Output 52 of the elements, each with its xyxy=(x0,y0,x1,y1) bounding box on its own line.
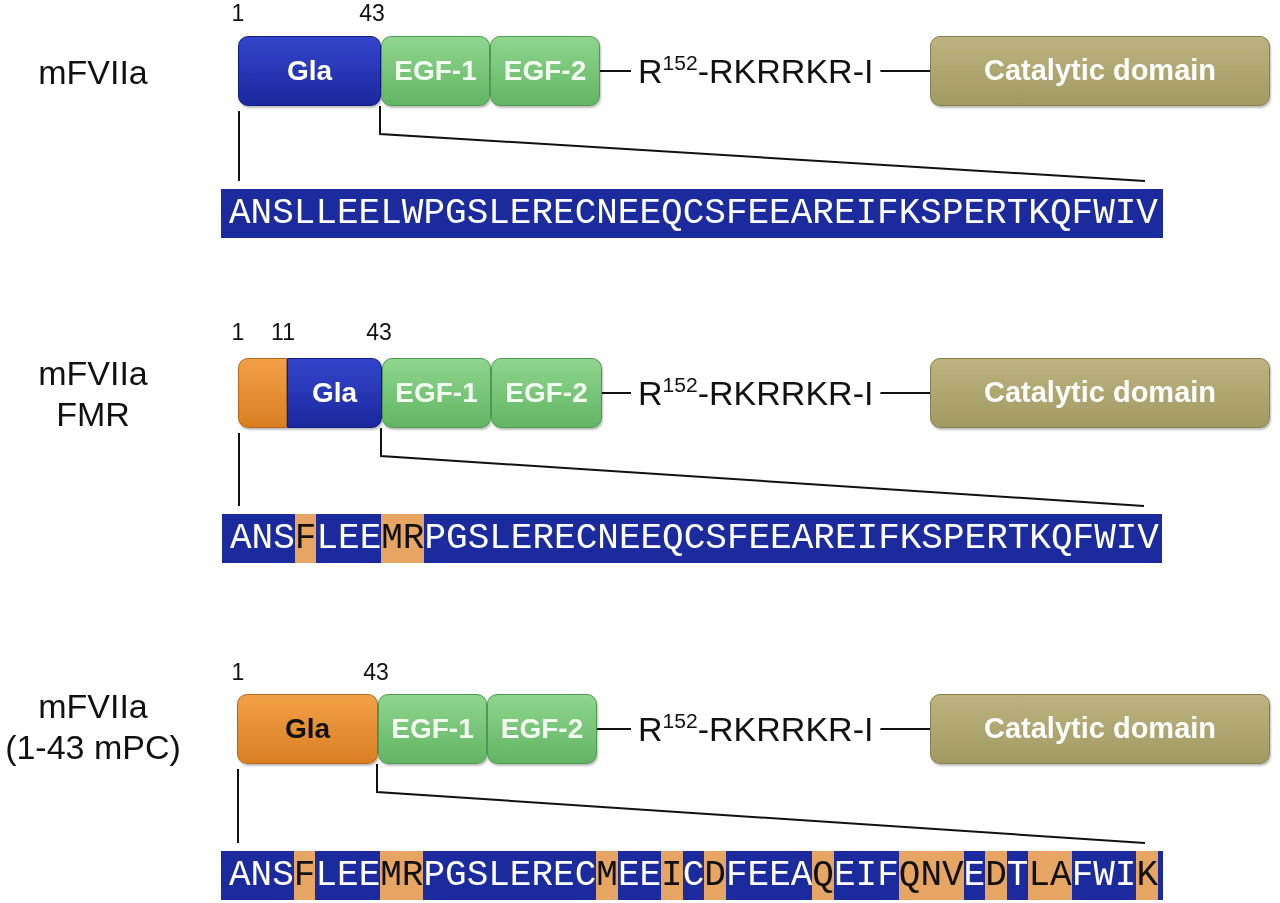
domain-label: EGF-2 xyxy=(500,713,584,745)
domain-label: EGF-1 xyxy=(391,713,474,745)
domain-box xyxy=(930,694,1270,764)
amino-acid-sequence: ANSLLEELWPGSLERECNEEQCSFEEAREIFKSPERTKQFWIV xyxy=(229,192,1158,236)
domain-box xyxy=(930,36,1270,106)
domain-box xyxy=(381,36,490,106)
domain-label: Catalytic domain xyxy=(983,713,1217,745)
connector-line xyxy=(879,70,931,72)
connector-line xyxy=(601,392,632,394)
domain-label: EGF-2 xyxy=(503,55,587,87)
domain-label: EGF-1 xyxy=(395,377,478,409)
domain-label: Catalytic domain xyxy=(983,377,1217,409)
expansion-line xyxy=(376,763,1146,844)
expansion-line xyxy=(380,427,1145,507)
expansion-line xyxy=(237,768,239,844)
residue-number: 1 xyxy=(231,659,245,687)
domain-segment xyxy=(238,358,287,428)
residue-number: 1 xyxy=(231,0,245,28)
residue-number: 43 xyxy=(363,659,389,687)
domain-box xyxy=(491,358,602,428)
domain-box xyxy=(287,358,382,428)
expansion-line xyxy=(379,105,1146,182)
construct-label: mFVIIa FMR xyxy=(37,353,149,435)
domain-label: Gla xyxy=(286,55,333,87)
expansion-line xyxy=(238,110,240,182)
domain-box xyxy=(237,694,378,764)
domain-label: Catalytic domain xyxy=(983,55,1217,87)
linker-sequence: R$^{152}$-RKRRKR-I xyxy=(638,709,874,749)
domain-label: EGF-2 xyxy=(505,377,588,409)
domain-label: EGF-1 xyxy=(394,55,477,87)
domain-label: Gla xyxy=(311,377,358,409)
domain-label: Gla xyxy=(284,713,331,745)
linker-sequence: R$^{152}$-RKRRKR-I xyxy=(638,373,874,413)
connector-line xyxy=(599,70,632,72)
residue-number: 43 xyxy=(366,319,392,347)
domain-box xyxy=(930,358,1270,428)
connector-line xyxy=(596,728,632,730)
construct-label: mFVIIa (1-43 mPC) xyxy=(4,686,182,768)
connector-line xyxy=(879,728,931,730)
construct-label: mFVIIa xyxy=(37,51,149,93)
linker-sequence: R$^{152}$-RKRRKR-I xyxy=(638,51,874,91)
expansion-line xyxy=(238,432,240,507)
residue-number: 43 xyxy=(359,0,385,28)
domain-box xyxy=(382,358,491,428)
domain-box xyxy=(490,36,600,106)
residue-number: 1 xyxy=(231,319,245,347)
residue-number: 11 xyxy=(271,319,295,347)
domain-box xyxy=(378,694,487,764)
domain-box xyxy=(238,36,381,106)
connector-line xyxy=(879,392,931,394)
amino-acid-sequence: ANSFLEEMRPGSLERECNEEQCSFEEAREIFKSPERTKQFWIV xyxy=(230,514,1159,563)
domain-box xyxy=(487,694,597,764)
